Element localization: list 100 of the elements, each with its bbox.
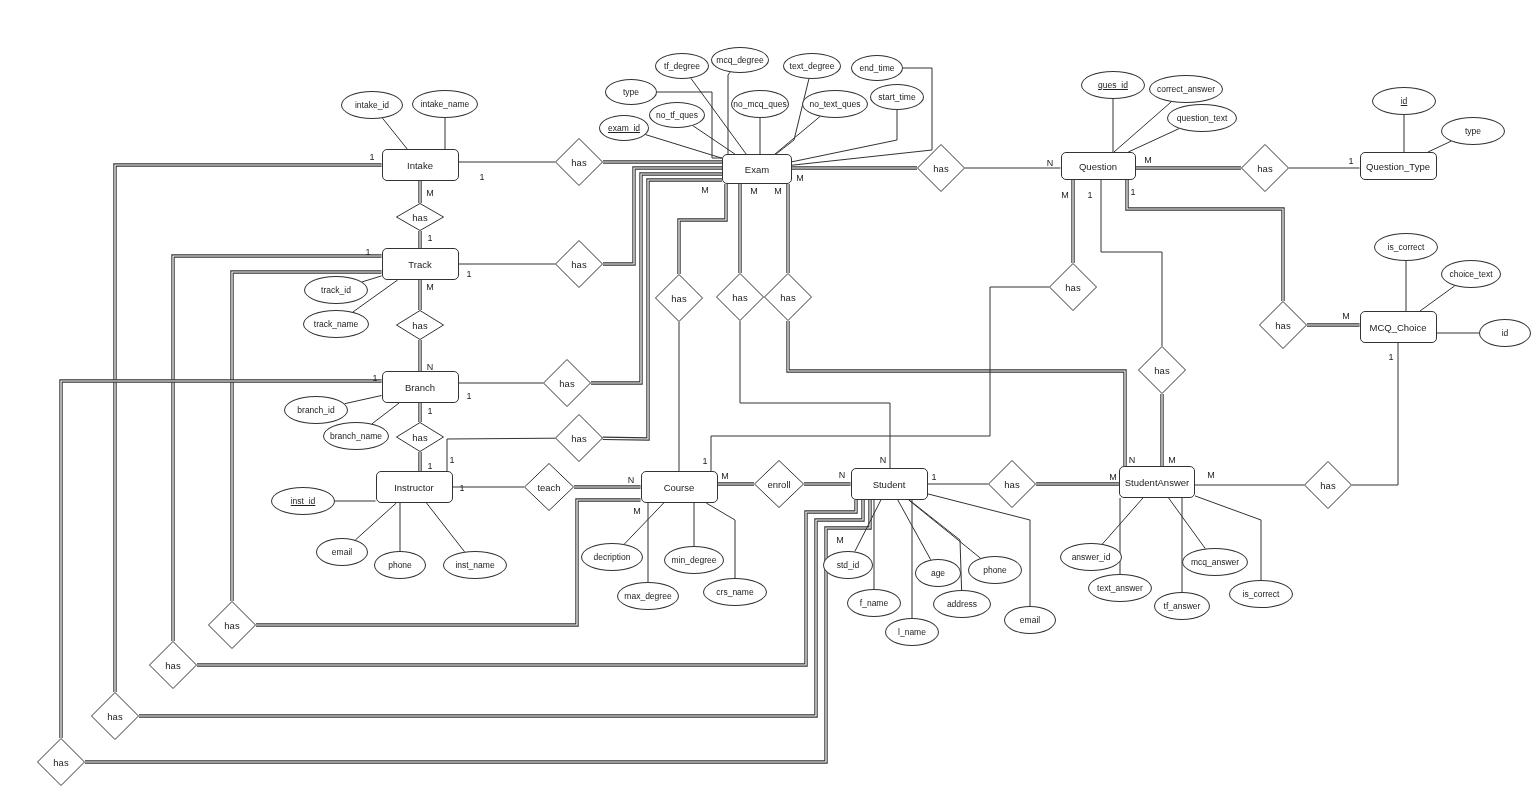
connector-line [458, 382, 544, 384]
relationship-label: has [1154, 364, 1170, 376]
attribute-ellipse [1479, 319, 1531, 347]
attribute-label: start_time [878, 92, 916, 102]
cardinality-label: N [1128, 455, 1136, 465]
connector-line [786, 184, 790, 273]
attribute-label: choice_text [1449, 269, 1493, 279]
attribute-line [1436, 332, 1480, 334]
attribute-label: l_name [898, 627, 926, 637]
attribute-line [911, 499, 913, 619]
cardinality-label: 1 [466, 391, 472, 401]
cardinality-label: N [627, 475, 635, 485]
connector-line [1351, 342, 1399, 486]
attribute-line [1112, 98, 1114, 153]
attribute-ellipse [1167, 104, 1237, 132]
attribute-label: branch_id [297, 405, 335, 415]
attribute-ellipse [711, 47, 769, 73]
entity-box [722, 154, 792, 184]
entity-name: Track [408, 258, 432, 270]
attribute-ellipse [1004, 606, 1056, 634]
attribute-label: tf_answer [1163, 601, 1201, 611]
attribute-ellipse [823, 551, 873, 579]
relationship-label: has [671, 292, 687, 304]
relationship-label: has [1004, 478, 1020, 490]
attribute-line [854, 499, 882, 552]
attribute-line [399, 502, 401, 552]
connector-line [418, 452, 422, 471]
attribute-label: min_degree [671, 555, 717, 565]
attribute-label: no_text_ques [809, 99, 861, 109]
attribute-label: id [1400, 96, 1408, 106]
attribute-ellipse [783, 53, 841, 79]
relationship-label: has [732, 291, 748, 303]
attribute-line [727, 71, 731, 155]
entity-name: Student [872, 478, 906, 490]
relationship-label: has [933, 162, 949, 174]
cardinality-label: M [774, 186, 782, 196]
entity-name: MCQ_Choice [1369, 321, 1427, 333]
attribute-ellipse [802, 90, 868, 118]
attribute-label: type [1464, 126, 1482, 136]
attribute-line [873, 499, 875, 590]
entity-box [381, 371, 459, 403]
connector-line [418, 181, 422, 203]
connector-line [964, 167, 1061, 169]
attribute-label: id [1501, 328, 1509, 338]
relationship-label: has [224, 619, 240, 631]
attribute-label: text_degree [789, 61, 835, 71]
connector-line [452, 486, 525, 488]
relationship-label: has [571, 156, 587, 168]
cardinality-label: N [426, 362, 434, 372]
attribute-line [623, 502, 665, 545]
attribute-line [1181, 497, 1183, 593]
attribute-ellipse [374, 551, 426, 579]
cardinality-label: N [838, 470, 846, 480]
cardinality-label: 1 [427, 461, 433, 471]
cardinality-label: 1 [931, 472, 937, 482]
cardinality-label: M [426, 282, 434, 292]
attribute-ellipse [1088, 574, 1152, 602]
connector-line [1071, 180, 1075, 263]
attribute-label: track_name [313, 319, 359, 329]
connector-line [792, 166, 917, 170]
connector-line [927, 483, 989, 485]
attribute-line [656, 91, 723, 159]
attribute-ellipse [933, 590, 991, 618]
attribute-line [444, 117, 446, 150]
connector-line [418, 280, 422, 310]
attribute-label: email [331, 547, 353, 557]
attribute-label: intake_name [420, 99, 470, 109]
entity-box [640, 471, 718, 503]
attribute-ellipse [851, 55, 903, 81]
cardinality-label: M [633, 506, 641, 516]
connector-line [804, 482, 851, 486]
connector-line [418, 403, 422, 422]
attribute-line [1168, 497, 1206, 550]
connector-line [1288, 167, 1360, 169]
attribute-line [908, 499, 981, 559]
entity-name: Branch [404, 381, 436, 393]
connector-line [602, 178, 722, 441]
connector-line [1036, 482, 1119, 486]
attribute-line [774, 116, 821, 155]
connector-line [591, 172, 722, 385]
attribute-ellipse [1060, 543, 1122, 571]
attribute-ellipse [1229, 580, 1293, 608]
attribute-ellipse [1372, 87, 1436, 115]
attribute-label: type [622, 87, 640, 97]
connector-line [1135, 166, 1241, 170]
attribute-ellipse [617, 582, 679, 610]
entity-box [381, 248, 459, 280]
attribute-ellipse [664, 546, 724, 574]
connector-line [230, 270, 382, 601]
attribute-line [1427, 140, 1452, 153]
attribute-ellipse [968, 556, 1022, 584]
attribute-label: max_degree [624, 591, 672, 601]
attribute-line [426, 502, 466, 553]
cardinality-label: M [701, 185, 709, 195]
relationship-label: has [571, 258, 587, 270]
attribute-line [690, 77, 747, 155]
attribute-label: no_mcq_ques [733, 99, 787, 109]
cardinality-label: 1 [459, 483, 465, 493]
relationship-label: has [1320, 479, 1336, 491]
relationship-label: has [1257, 162, 1273, 174]
